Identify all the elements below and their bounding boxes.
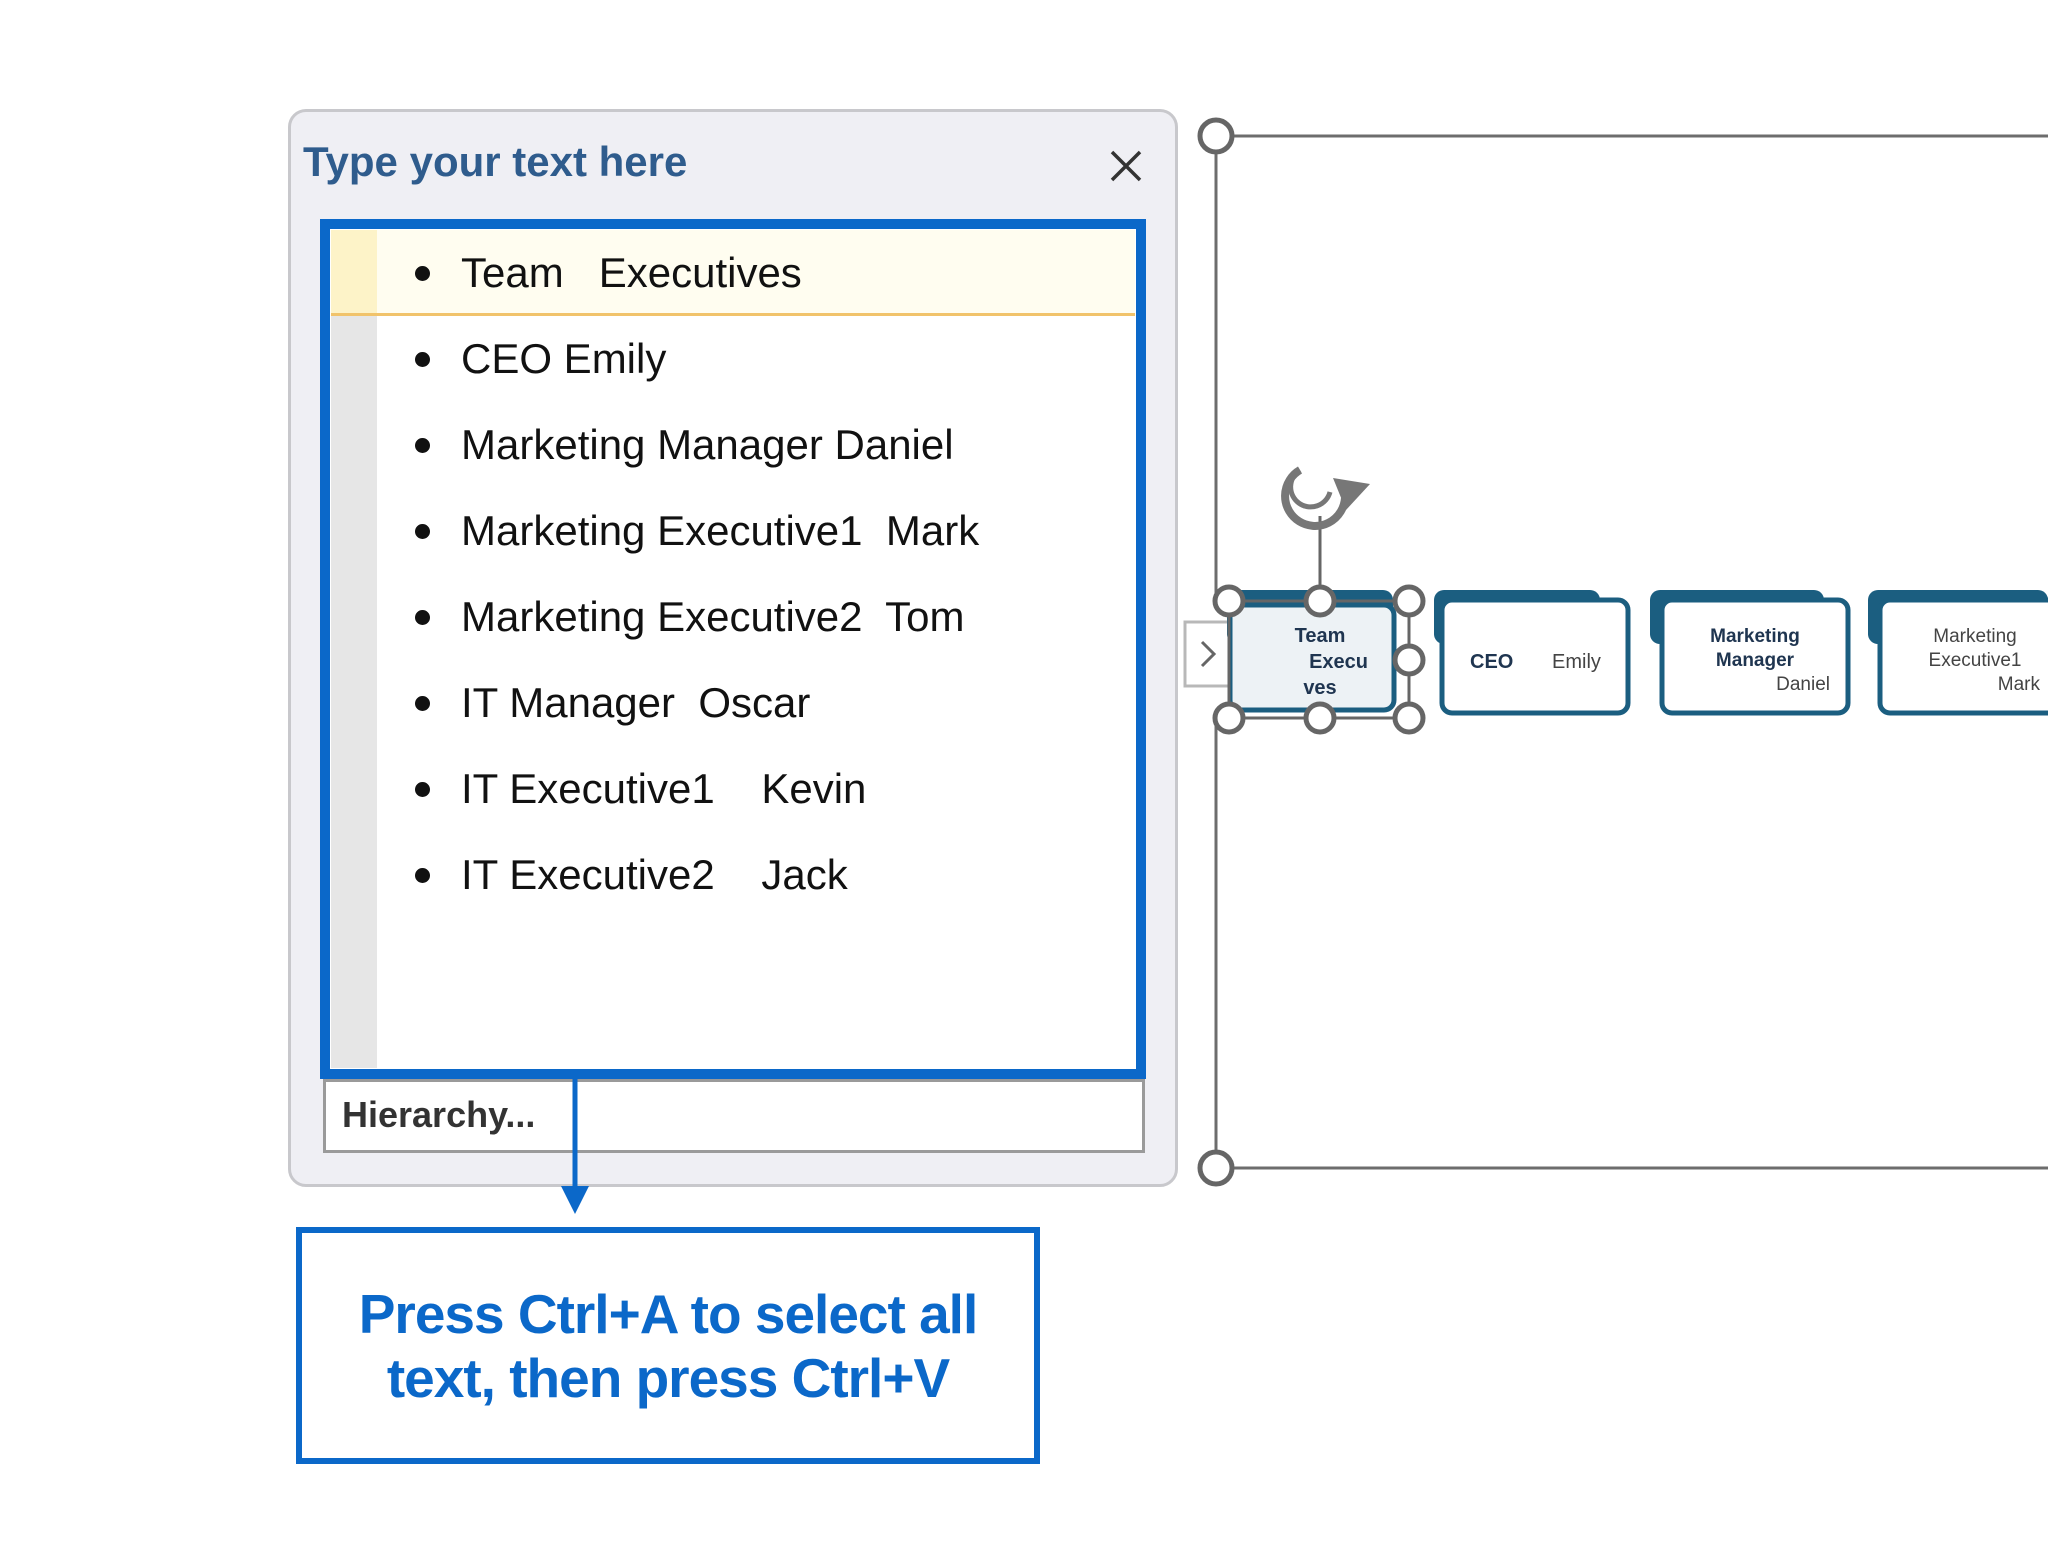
svg-text:Execu: Execu [1309,651,1368,673]
close-icon[interactable] [1104,144,1148,188]
callout-text: Press Ctrl+A to select all text, then pr… [358,1282,979,1409]
list-item[interactable]: IT Executive2 Jack [415,832,979,918]
bullet-icon [415,437,430,453]
list-item[interactable]: Team Executives [415,230,979,316]
svg-text:Marketing: Marketing [1933,626,2016,647]
bullet-icon [415,781,430,797]
list-item[interactable]: CEO Emily [415,316,979,402]
text-list-frame [320,219,1146,1079]
svg-text:Manager: Manager [1716,650,1795,671]
bullet-icon [415,609,430,625]
bullet-icon [415,265,430,281]
hierarchy-link[interactable]: Hierarchy... [342,1094,536,1135]
svg-text:ves: ves [1303,677,1336,699]
active-row-gutter [331,230,377,313]
svg-text:Executive1: Executive1 [1929,650,2022,671]
list-item[interactable]: IT Manager Oscar [415,660,979,746]
svg-text:Mark: Mark [1998,674,2041,695]
list-item[interactable]: Marketing Executive2 Tom [415,574,979,660]
active-row-highlight [331,230,1135,316]
text-pane-title: Type your text here [303,138,688,185]
frame-handle[interactable] [1197,117,1235,155]
svg-text:Marketing: Marketing [1710,626,1800,647]
resize-handles[interactable] [1212,584,1426,735]
diagram-node-ceo[interactable]: CEO Emily [1434,590,1631,716]
bullet-icon [415,351,430,367]
bullet-icon [415,523,430,539]
list-item[interactable]: IT Executive1 Kevin [415,746,979,832]
diagram-node-marketing-executive1[interactable]: Marketing Executive1 Mark [1868,590,2048,716]
list-item[interactable]: Marketing Executive1 Mark [415,488,979,574]
diagram-node-marketing-manager[interactable]: Marketing Manager Daniel [1650,590,1851,716]
bullet-list[interactable]: Team Executives CEO Emily Marketing Mana… [415,230,979,918]
list-gutter [331,230,377,1068]
list-item[interactable]: Marketing Manager Daniel [415,402,979,488]
pane-toggle-button[interactable] [1183,620,1237,688]
instruction-callout: Press Ctrl+A to select all text, then pr… [296,1227,1040,1464]
rotate-handle-icon[interactable] [1281,466,1370,530]
hierarchy-footer[interactable] [323,1079,1145,1153]
svg-text:Daniel: Daniel [1776,674,1830,695]
svg-text:Emily: Emily [1552,651,1601,673]
frame-handle[interactable] [1197,1149,1235,1187]
bullet-icon [415,695,430,711]
svg-text:CEO: CEO [1470,651,1513,673]
chevron-right-icon [1200,640,1217,668]
svg-text:Team: Team [1295,625,1346,647]
bullet-icon [415,867,430,883]
